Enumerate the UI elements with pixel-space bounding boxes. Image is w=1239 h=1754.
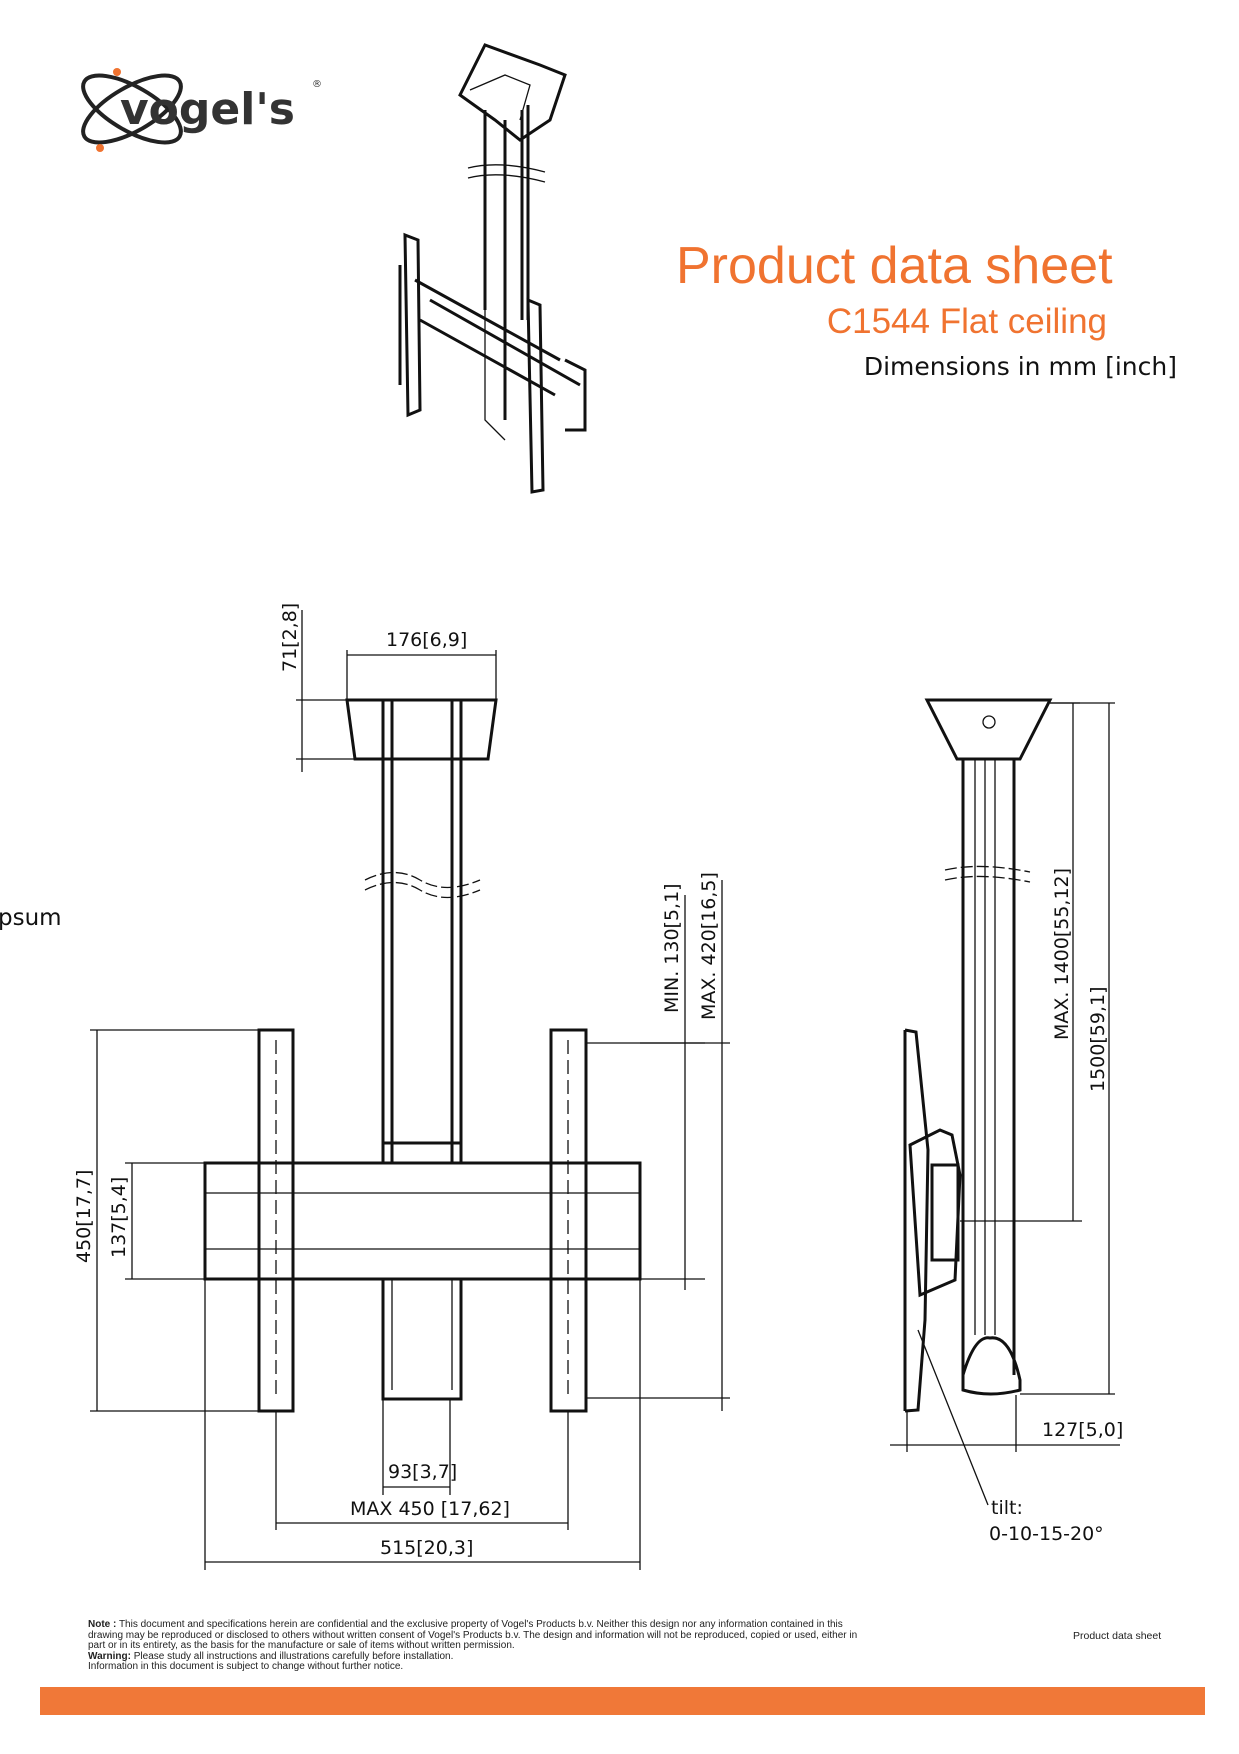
isometric-product-illustration [398, 43, 587, 494]
dim-top-width: 176[6,9] [386, 629, 467, 651]
footer-label: Product data sheet [1073, 1630, 1162, 1642]
product-name: C1544 Flat ceiling [826, 302, 1107, 341]
cut-off-text: psum [0, 905, 62, 931]
dim-height: 450[17,7] [73, 1170, 95, 1263]
note-label: Note : [88, 1619, 117, 1630]
warning-text: Please study all instructions and illust… [133, 1650, 454, 1662]
dim-total: 1500[59,1] [1087, 987, 1109, 1092]
side-dimension-lines [890, 702, 1120, 1506]
dim-max-drop: MAX. 1400[55,12] [1051, 868, 1073, 1040]
dim-max: MAX. 420[16,5] [698, 872, 720, 1020]
dim-max-width: MAX 450 [17,62] [350, 1498, 510, 1520]
dim-min: MIN. 130[5,1] [661, 883, 683, 1013]
page-title: Product data sheet [676, 237, 1113, 295]
svg-text:vogel's: vogel's [120, 84, 295, 135]
warning-label: Warning: [88, 1650, 131, 1662]
vogels-logo: vogel's ® [72, 62, 332, 157]
dim-bar-height: 137[5,4] [108, 1177, 130, 1258]
dim-width: 515[20,3] [380, 1537, 473, 1559]
svg-text:®: ® [312, 79, 322, 90]
dim-plate-height: 71[2,8] [279, 603, 301, 672]
logo-swoosh-icon: vogel's ® [81, 68, 322, 152]
tilt-values: 0-10-15-20° [989, 1523, 1104, 1545]
dim-depth: 127[5,0] [1042, 1419, 1123, 1441]
dim-column: 93[3,7] [388, 1461, 457, 1483]
legal-note: Note : This document and specifications … [88, 1619, 868, 1673]
note-text: This document and specifications herein … [88, 1619, 858, 1651]
info-text: Information in this document is subject … [88, 1661, 404, 1672]
tilt-label: tilt: [991, 1497, 1023, 1519]
front-view-drawing [203, 698, 642, 1413]
footer-bar [40, 1687, 1205, 1715]
side-view-drawing [903, 698, 1053, 1413]
dimensions-note: Dimensions in mm [inch] [863, 352, 1177, 381]
front-dimension-lines [90, 610, 730, 1570]
